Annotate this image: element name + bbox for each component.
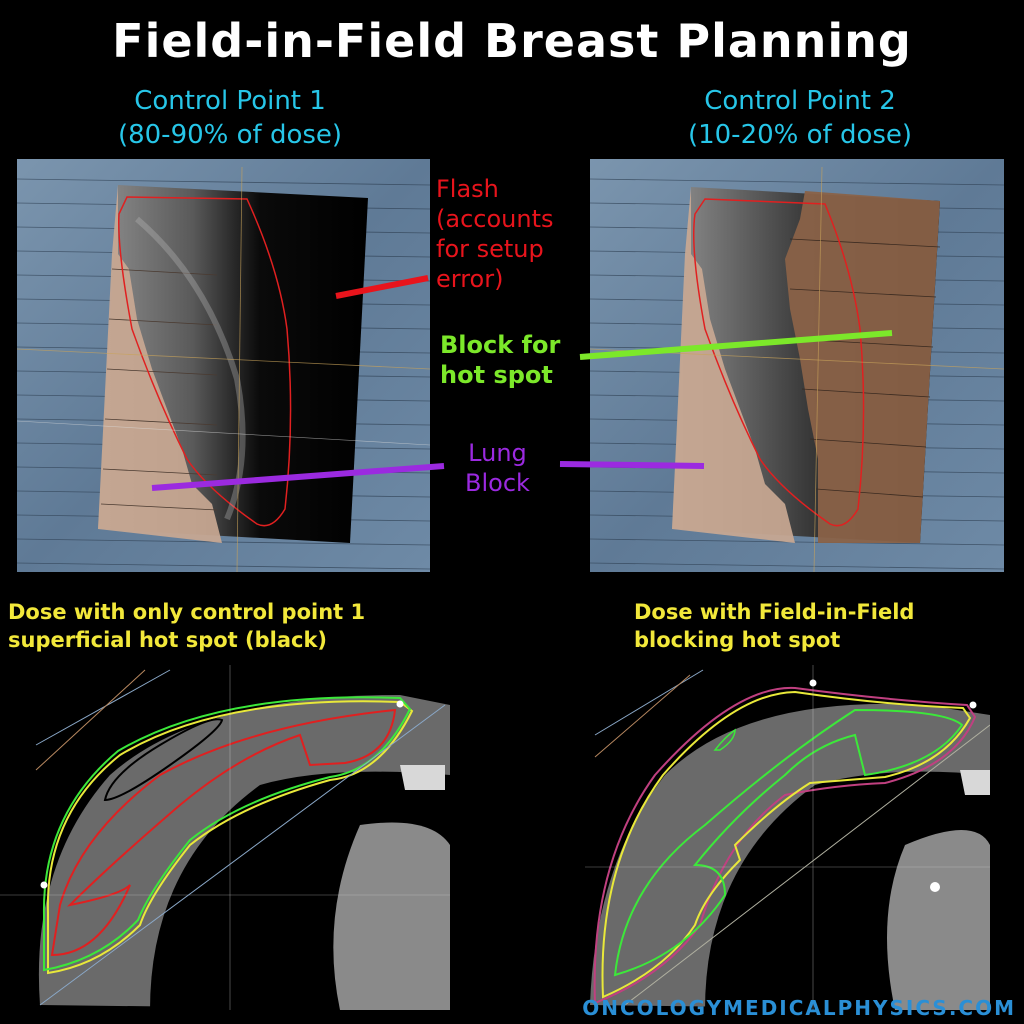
control-point-1-drr-image <box>17 159 430 572</box>
control-point-1-heading: Control Point 1 (80-90% of dose) <box>40 84 420 152</box>
lung-block-annotation: Lung Block <box>465 439 530 497</box>
control-point-1-label: Control Point 1 <box>134 86 326 116</box>
control-point-2-dose: (10-20% of dose) <box>687 120 913 150</box>
page-title: Field-in-Field Breast Planning <box>112 14 912 68</box>
control-point-2-drr-image <box>590 159 1004 572</box>
control-point-1-dose: (80-90% of dose) <box>117 120 343 150</box>
dose-fif-ct-image <box>585 665 990 1010</box>
lung-block-pointer-line-right <box>559 461 705 469</box>
control-point-2-label: Control Point 2 <box>704 86 896 116</box>
lung-block-pointer-line-left <box>151 463 445 491</box>
flash-pointer-line <box>335 275 429 299</box>
dose-cp1-ct-image <box>0 665 450 1010</box>
block-pointer-line <box>579 330 893 360</box>
control-point-2-heading: Control Point 2 (10-20% of dose) <box>610 84 990 152</box>
dose-cp1-label: Dose with only control point 1 superfici… <box>8 600 366 652</box>
dose-fif-label: Dose with Field-in-Field blocking hot sp… <box>634 600 915 652</box>
site-watermark: ONCOLOGYMEDICALPHYSICS.COM <box>582 996 1016 1020</box>
block-hot-spot-annotation: Block for hot spot <box>440 331 561 389</box>
flash-annotation: Flash (accounts for setup error) <box>436 175 554 293</box>
